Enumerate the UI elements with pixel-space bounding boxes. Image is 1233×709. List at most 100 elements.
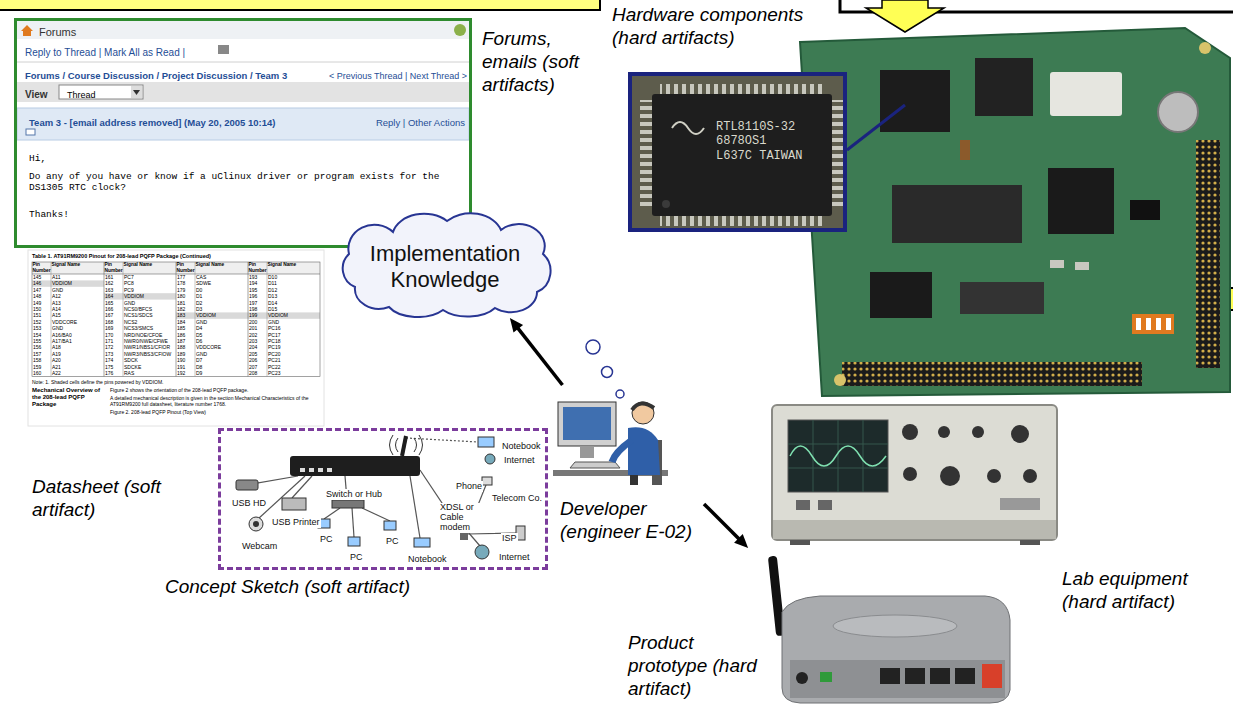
table-cell: VDDCORE — [51, 319, 104, 325]
table-cell: NCS3/SMCS — [123, 325, 176, 331]
table-cell: 178 — [176, 280, 195, 286]
table-note: Note: 1. Shaded cells define the pins po… — [32, 379, 163, 385]
developer-clipart — [632, 403, 654, 410]
table-cell: 198 — [248, 306, 267, 312]
table-cell: D15 — [267, 306, 320, 312]
artifact-caption: Hardware components (hard artifacts) — [612, 4, 834, 50]
device-label: XDSL or Cable modem — [439, 503, 495, 533]
datasheet-text: Figure 2. 208-lead PQFP Pinout (Top View… — [110, 409, 318, 415]
chip-photo — [847, 105, 905, 150]
network-sketch — [292, 476, 312, 498]
oscilloscope — [790, 446, 886, 466]
network-sketch — [402, 436, 406, 456]
artifact-caption: Forums, emails (soft artifacts) — [482, 28, 606, 96]
dropdown-value: Thread — [67, 90, 96, 101]
device-label: Switch or Hub — [325, 489, 383, 500]
router-photo — [820, 672, 832, 682]
table-header: Pin Number — [248, 262, 267, 274]
developer-clipart — [628, 427, 660, 475]
circuit-board — [1146, 318, 1151, 330]
network-sketch — [309, 468, 314, 472]
cloud-outline — [343, 213, 551, 317]
datasheet-page — [28, 250, 324, 426]
forum-screenshot — [133, 90, 140, 95]
section-heading: Mechanical Overview of the 208-lead PQFP… — [32, 387, 104, 409]
network-sketch — [352, 508, 354, 537]
table-cell: 201 — [248, 325, 267, 331]
artifact-caption: Product prototype (hard artifact) — [628, 632, 768, 700]
table-cell: 206 — [248, 357, 267, 363]
datasheet-page — [248, 262, 249, 376]
table-cell: D3 — [195, 306, 248, 312]
table-cell: 155 — [32, 338, 51, 344]
device-label: PC — [349, 552, 364, 563]
oscilloscope — [938, 426, 950, 438]
forum-screenshot — [17, 82, 469, 102]
oscilloscope — [940, 466, 960, 486]
post-body: Thanks! — [29, 209, 69, 220]
table-cell: 152 — [32, 319, 51, 325]
table-cell: CAS — [195, 274, 248, 280]
table-cell: 180 — [176, 293, 195, 299]
router-photo — [880, 668, 900, 684]
oscilloscope — [1023, 469, 1037, 483]
oscilloscope — [987, 469, 1001, 483]
datasheet-text: A detailed mechanical description is giv… — [110, 395, 318, 407]
table-cell: A20 — [51, 357, 104, 363]
post-body: Hi, — [29, 153, 46, 164]
table-cell: PC18 — [267, 338, 320, 344]
network-sketch — [300, 468, 305, 472]
table-cell: 199 — [248, 312, 267, 318]
network-sketch — [318, 468, 323, 472]
connector-line — [704, 504, 740, 540]
table-header: Pin Number — [32, 262, 51, 274]
datasheet-page — [32, 280, 104, 286]
chip-photo — [630, 74, 905, 230]
circuit-board — [1130, 200, 1160, 220]
table-cell: NRD/NOE/CFOE — [123, 332, 176, 338]
table-header: Signal Name — [123, 262, 176, 274]
table-cell: PC22 — [267, 364, 320, 370]
table-cell: D9 — [195, 370, 248, 376]
table-cell: 161 — [104, 274, 123, 280]
table-cell: 158 — [32, 357, 51, 363]
table-cell: 154 — [32, 332, 51, 338]
table-cell: 185 — [176, 325, 195, 331]
table-cell: 173 — [104, 351, 123, 357]
router-photo — [905, 668, 925, 684]
forum-panel: ForumsReply to Thread | Mark All as Read… — [14, 18, 472, 248]
device-label: PC — [385, 536, 400, 547]
table-cell: PC8 — [123, 280, 176, 286]
thought-cloud: Implementation Knowledge — [325, 212, 565, 318]
forum-screenshot — [218, 45, 229, 54]
network-sketch — [485, 454, 495, 464]
network-sketch — [396, 438, 399, 452]
chip-photo — [640, 100, 652, 210]
table-cell: 153 — [32, 325, 51, 331]
forum-screenshot — [17, 21, 469, 39]
network-sketch — [362, 508, 390, 521]
header-strip — [0, 0, 600, 10]
thought-bubbles — [616, 390, 624, 398]
datasheet-page — [123, 262, 124, 376]
table-cell: VDDIOM — [195, 312, 248, 318]
table-cell: 187 — [176, 338, 195, 344]
table-cell: D11 — [267, 280, 320, 286]
chip-photo — [630, 74, 845, 230]
network-sketch — [478, 437, 494, 447]
developer-clipart — [632, 402, 654, 424]
network-sketch — [475, 545, 489, 559]
chip-zoom: RTL8110S-32 6878OS1 L637C TAIWAN — [628, 72, 847, 232]
developer-clipart — [563, 407, 611, 440]
device-label: Phone — [455, 481, 483, 492]
table-cell: 189 — [176, 351, 195, 357]
device-label: Telecom Co. — [491, 493, 543, 504]
artifact-caption: Datasheet (soft artifact) — [32, 476, 182, 522]
table-cell: NCS2 — [123, 319, 176, 325]
table-cell: 150 — [32, 306, 51, 312]
table-cell: D14 — [267, 300, 320, 306]
post-body: Do any of you have or know if a uClinux … — [29, 171, 465, 194]
table-cell: 205 — [248, 351, 267, 357]
developer-clipart — [630, 475, 638, 485]
circuit-board — [1132, 314, 1174, 334]
